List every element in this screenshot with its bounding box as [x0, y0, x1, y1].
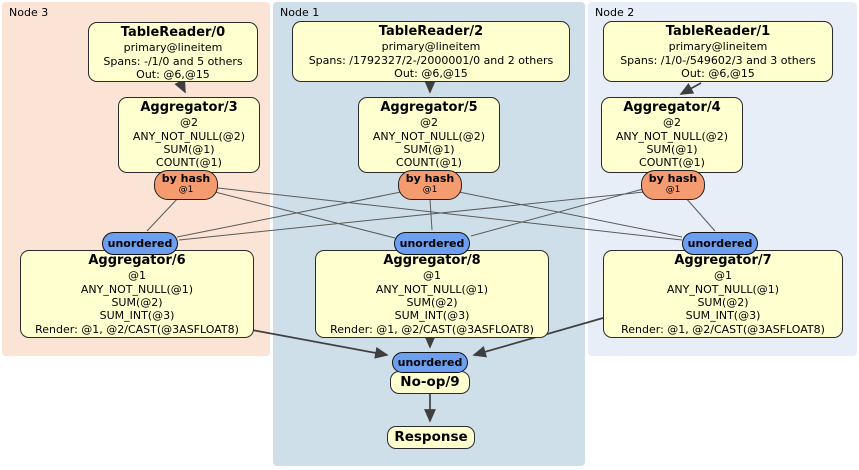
- aggregator-4-fn2: SUM(@1): [646, 143, 698, 157]
- response-box: Response: [387, 426, 475, 449]
- unordered-sync-node1-label: unordered: [399, 237, 465, 250]
- aggregator-6-fn1: ANY_NOT_NULL(@1): [80, 282, 194, 296]
- hash-router-5: by hash @1: [398, 170, 462, 200]
- aggregator-3-fn1: ANY_NOT_NULL(@2): [132, 129, 246, 143]
- tablereader-2-box: TableReader/2 primary@lineitem Spans: /1…: [292, 21, 570, 82]
- aggregator-5-fn2: SUM(@1): [403, 143, 455, 157]
- aggregator-7-box: Aggregator/7 @1 ANY_NOT_NULL(@1) SUM(@2)…: [603, 250, 843, 338]
- aggregator-6-group: @1: [128, 269, 146, 283]
- noop-title: No-op/9: [400, 374, 460, 390]
- aggregator-7-fn3: SUM_INT(@3): [685, 309, 761, 323]
- aggregator-4-title: Aggregator/4: [623, 100, 721, 115]
- aggregator-8-render: Render: @1, @2/CAST(@3ASFLOAT8): [330, 322, 534, 336]
- aggregator-7-fn2: SUM(@2): [697, 296, 749, 310]
- unordered-sync-node3: unordered: [102, 232, 178, 255]
- unordered-sync-node2: unordered: [682, 232, 758, 255]
- aggregator-6-title: Aggregator/6: [88, 253, 186, 268]
- tablereader-0-index: primary@lineitem: [123, 41, 223, 55]
- response-title: Response: [394, 429, 468, 445]
- aggregator-6-render: Render: @1, @2/CAST(@3ASFLOAT8): [35, 322, 239, 336]
- hash-router-3-stream: @1: [178, 185, 194, 196]
- tablereader-0-title: TableReader/0: [120, 25, 226, 40]
- tablereader-1-title: TableReader/1: [665, 24, 771, 39]
- aggregator-8-title: Aggregator/8: [383, 253, 481, 268]
- aggregator-3-fn3: COUNT(@1): [156, 156, 222, 170]
- aggregator-3-group: @2: [180, 116, 198, 130]
- hash-router-5-label: by hash: [405, 172, 455, 185]
- aggregator-5-fn1: ANY_NOT_NULL(@2): [372, 129, 486, 143]
- hash-router-5-stream: @1: [422, 185, 438, 196]
- tablereader-1-box: TableReader/1 primary@lineitem Spans: /1…: [603, 21, 833, 82]
- aggregator-8-group: @1: [423, 269, 441, 283]
- aggregator-3-box: Aggregator/3 @2 ANY_NOT_NULL(@2) SUM(@1)…: [118, 97, 260, 173]
- aggregator-3-title: Aggregator/3: [140, 100, 238, 115]
- aggregator-4-fn1: ANY_NOT_NULL(@2): [615, 129, 729, 143]
- aggregator-6-box: Aggregator/6 @1 ANY_NOT_NULL(@1) SUM(@2)…: [20, 250, 254, 338]
- unordered-sync-final-label: unordered: [397, 356, 463, 369]
- cluster-node-3-label: Node 3: [9, 6, 49, 19]
- hash-router-4-stream: @1: [665, 185, 681, 196]
- aggregator-7-title: Aggregator/7: [674, 253, 772, 268]
- aggregator-3-fn2: SUM(@1): [163, 143, 215, 157]
- tablereader-1-out: Out: @6,@15: [681, 67, 755, 81]
- aggregator-5-box: Aggregator/5 @2 ANY_NOT_NULL(@2) SUM(@1)…: [358, 97, 500, 173]
- noop-box: No-op/9: [390, 371, 470, 394]
- aggregator-7-fn1: ANY_NOT_NULL(@1): [666, 282, 780, 296]
- aggregator-8-fn1: ANY_NOT_NULL(@1): [375, 282, 489, 296]
- cluster-node-2-label: Node 2: [595, 6, 635, 19]
- aggregator-4-box: Aggregator/4 @2 ANY_NOT_NULL(@2) SUM(@1)…: [601, 97, 743, 173]
- hash-router-4: by hash @1: [641, 170, 705, 200]
- hash-router-4-label: by hash: [648, 172, 698, 185]
- unordered-sync-node3-label: unordered: [107, 237, 173, 250]
- aggregator-5-title: Aggregator/5: [380, 100, 478, 115]
- tablereader-2-index: primary@lineitem: [381, 40, 481, 54]
- aggregator-8-fn2: SUM(@2): [406, 296, 458, 310]
- tablereader-0-box: TableReader/0 primary@lineitem Spans: -/…: [88, 22, 258, 82]
- tablereader-0-out: Out: @6,@15: [136, 68, 210, 82]
- hash-router-3-label: by hash: [161, 172, 211, 185]
- unordered-sync-node1: unordered: [394, 232, 470, 255]
- unordered-sync-node2-label: unordered: [687, 237, 753, 250]
- aggregator-5-fn3: COUNT(@1): [396, 156, 462, 170]
- tablereader-2-spans: Spans: /1792327/2-/2000001/0 and 2 other…: [308, 53, 554, 67]
- aggregator-6-fn2: SUM(@2): [111, 296, 163, 310]
- aggregator-7-group: @1: [714, 269, 732, 283]
- tablereader-0-spans: Spans: -/1/0 and 5 others: [103, 54, 243, 68]
- aggregator-4-fn3: COUNT(@1): [639, 156, 705, 170]
- aggregator-6-fn3: SUM_INT(@3): [99, 309, 175, 323]
- tablereader-2-out: Out: @6,@15: [394, 67, 468, 81]
- aggregator-4-group: @2: [663, 116, 681, 130]
- aggregator-8-fn3: SUM_INT(@3): [394, 309, 470, 323]
- tablereader-2-title: TableReader/2: [378, 24, 484, 39]
- unordered-sync-final: unordered: [392, 352, 468, 373]
- aggregator-7-render: Render: @1, @2/CAST(@3ASFLOAT8): [621, 322, 825, 336]
- hash-router-3: by hash @1: [154, 170, 218, 200]
- cluster-node-1-label: Node 1: [280, 6, 320, 19]
- aggregator-8-box: Aggregator/8 @1 ANY_NOT_NULL(@1) SUM(@2)…: [315, 250, 549, 338]
- tablereader-1-spans: Spans: /1/0-/549602/3 and 3 others: [620, 53, 816, 67]
- aggregator-5-group: @2: [420, 116, 438, 130]
- tablereader-1-index: primary@lineitem: [668, 40, 768, 54]
